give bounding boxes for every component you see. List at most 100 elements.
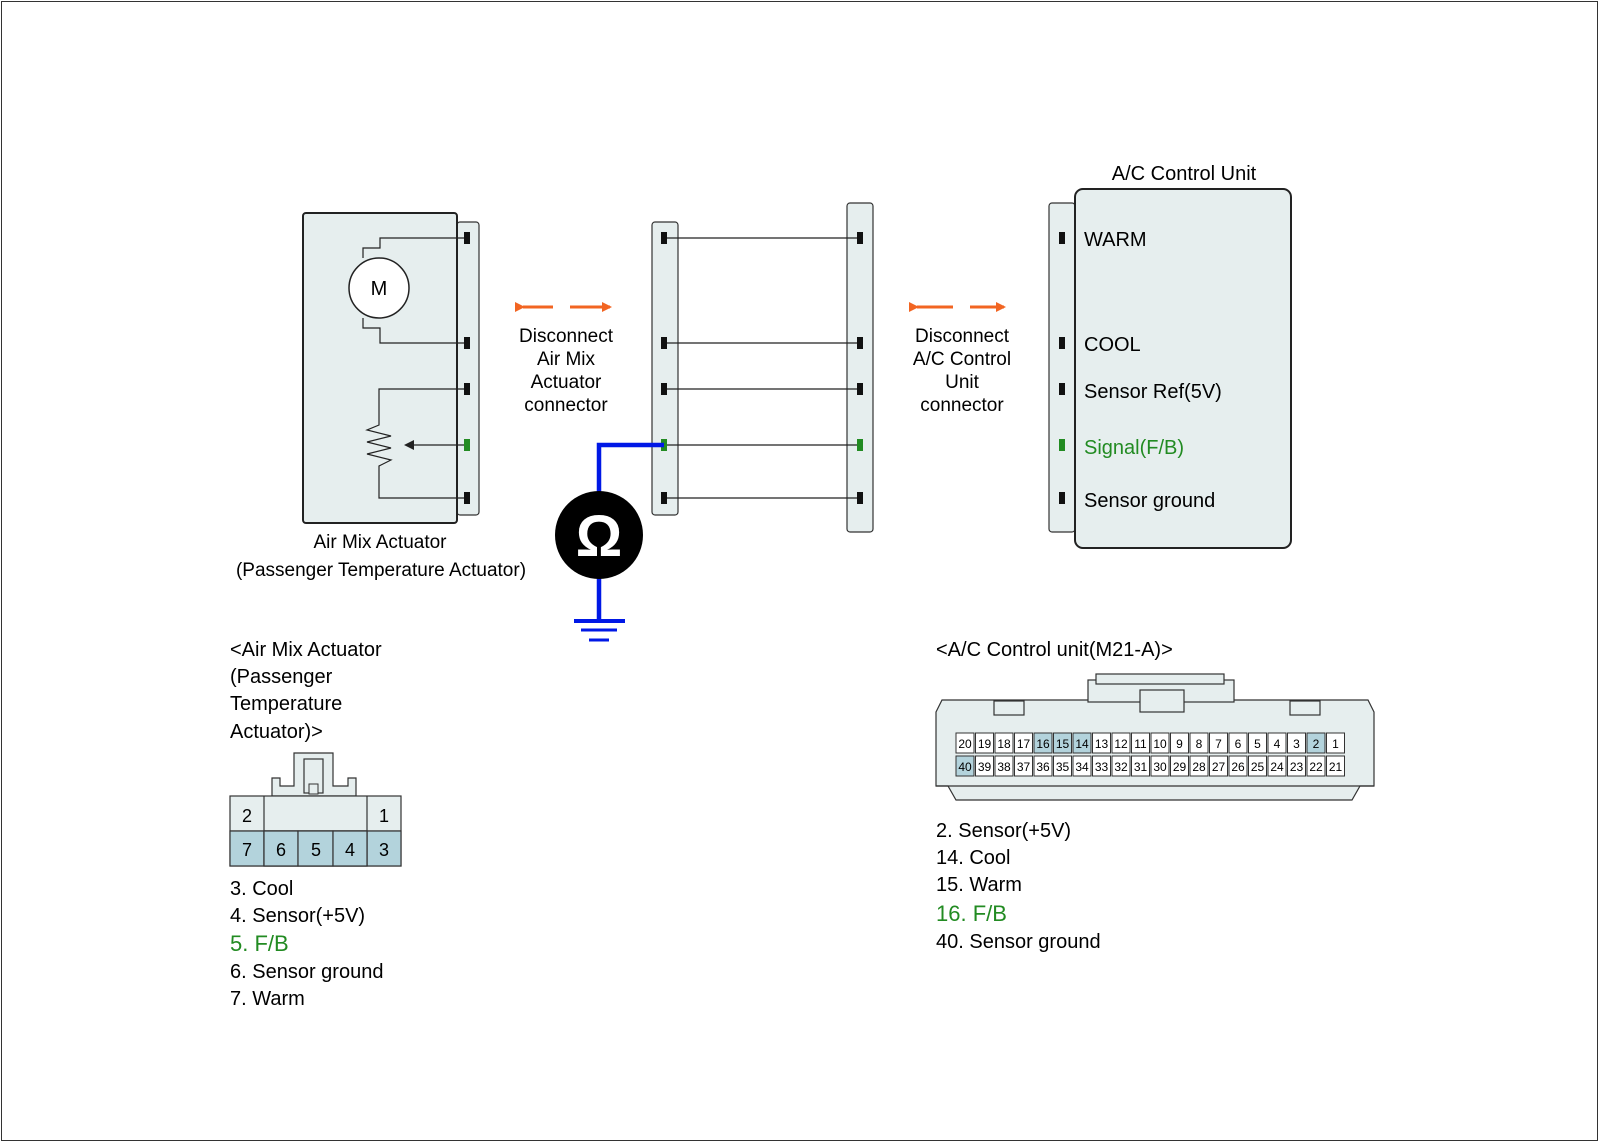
disconnect-left-line: Actuator: [531, 372, 602, 393]
pin-cell: [975, 732, 994, 754]
pin-cell: [1131, 732, 1150, 754]
pin-number: 6: [1235, 737, 1242, 751]
actuator-pin-2: [464, 337, 470, 349]
pin-number: 23: [1290, 760, 1304, 774]
legend-item: 2. Sensor(+5V): [936, 820, 1071, 842]
actuator-connector-strip: [456, 221, 480, 516]
pin-cell: [1228, 732, 1248, 754]
pin-number: 32: [1114, 760, 1128, 774]
legend-item-highlight: 16. F/B: [936, 901, 1007, 926]
control-unit-connector-strip: [1048, 202, 1076, 533]
pin-cell: [1072, 732, 1092, 754]
pin-cell: [1209, 732, 1228, 754]
pin-cell: [994, 755, 1014, 777]
pin-number: 22: [1309, 760, 1323, 774]
pin-number: 11: [1134, 737, 1147, 751]
pin-cell: [1248, 732, 1267, 754]
actuator-connector-title: <Air Mix Actuator: [230, 639, 382, 661]
ohmmeter-icon: [555, 491, 643, 579]
pin-number: 17: [1017, 737, 1031, 751]
pin-cell: [1033, 732, 1053, 754]
pin-cell: [955, 732, 975, 754]
pin-cell: [1092, 732, 1111, 754]
control-unit-body: [1074, 188, 1292, 549]
pin-number: 1: [379, 806, 389, 826]
pin-label-sensor-ground: Sensor ground: [1084, 490, 1215, 512]
pin-cell: [1053, 732, 1072, 754]
pin-cell: [1306, 732, 1326, 754]
pin-cell: [1014, 732, 1033, 754]
disconnect-right-line: Unit: [945, 372, 980, 393]
actuator-caption-sub: (Passenger Temperature Actuator): [236, 560, 526, 581]
disconnect-actuator-note: Disconnect Air Mix Actuator connector: [515, 302, 614, 416]
pin-number: 28: [1192, 760, 1206, 774]
legend-item: 6. Sensor ground: [230, 961, 383, 983]
pin-cell: [1189, 732, 1209, 754]
potentiometer-icon: [365, 388, 466, 499]
pin-cell: [1170, 755, 1189, 777]
pin-number: 21: [1329, 760, 1343, 774]
pin-number: 13: [1095, 737, 1109, 751]
pin-number: 2: [242, 806, 252, 826]
motor-icon: [348, 257, 410, 319]
pin-number: 15: [1056, 737, 1070, 751]
actuator-pin-3: [464, 383, 470, 395]
actuator-block: M Air Mix Actuator (Passenger Temperatur…: [236, 212, 526, 581]
pin-cell: [1053, 755, 1072, 777]
pin-number: 26: [1231, 760, 1245, 774]
pin-cell: [1209, 755, 1228, 777]
pin-number: 40: [958, 760, 972, 774]
pin-cell: [1228, 755, 1248, 777]
pin-number: 39: [978, 760, 992, 774]
actuator-connector-title: Actuator)>: [230, 721, 323, 743]
pin-cell: [1150, 732, 1170, 754]
pin-cell: [1287, 755, 1306, 777]
motor-label: M: [371, 278, 388, 300]
wiring-harness: [651, 202, 874, 533]
legend-item: 4. Sensor(+5V): [230, 905, 365, 927]
pin-number: 5: [311, 840, 321, 860]
actuator-caption: Air Mix Actuator: [313, 532, 447, 553]
disconnect-left-line: Disconnect: [519, 326, 614, 347]
pin-cell: [1267, 755, 1287, 777]
control-connector-title: <A/C Control unit(M21-A)>: [936, 639, 1173, 661]
pin-number: 10: [1153, 737, 1167, 751]
pin-label-warm: WARM: [1084, 229, 1147, 251]
pin-number: 19: [978, 737, 992, 751]
pin-cell: [1326, 732, 1345, 754]
legend-item: 15. Warm: [936, 874, 1022, 896]
disconnect-control-unit-note: Disconnect A/C Control Unit connector: [909, 302, 1011, 416]
pin-number: 33: [1095, 760, 1109, 774]
pin-cell: [994, 732, 1014, 754]
pin-number: 27: [1212, 760, 1226, 774]
actuator-pin-5: [464, 492, 470, 504]
pin-cell: [975, 755, 994, 777]
control-unit-block: A/C Control Unit WARM COOL Sensor Ref(5V…: [1048, 163, 1292, 549]
pin-cell: [1150, 755, 1170, 777]
pin-number: 36: [1036, 760, 1050, 774]
pin-label-sensor-ref: Sensor Ref(5V): [1084, 381, 1222, 403]
disconnect-right-line: A/C Control: [913, 349, 1011, 370]
pin-number: 9: [1176, 737, 1183, 751]
pin-cell: [1189, 755, 1209, 777]
harness-connector-left: [651, 221, 679, 516]
pin-number: 7: [1215, 737, 1222, 751]
control-unit-title: A/C Control Unit: [1112, 163, 1257, 185]
pin-cell: [1267, 732, 1287, 754]
pin-number: 6: [276, 840, 286, 860]
pin-cell: [1111, 755, 1131, 777]
actuator-connector-title: Temperature: [230, 693, 342, 715]
pin-number: 24: [1270, 760, 1284, 774]
pin-number: 31: [1134, 760, 1148, 774]
pin-cell: [1092, 755, 1111, 777]
pin-cell: [1170, 732, 1189, 754]
legend-item: 40. Sensor ground: [936, 931, 1101, 953]
actuator-connector-title: (Passenger: [230, 666, 333, 688]
pin-number: 4: [345, 840, 355, 860]
pin-cell: [1326, 755, 1345, 777]
pin-number: 34: [1075, 760, 1089, 774]
pin-number: 2: [1313, 737, 1320, 751]
